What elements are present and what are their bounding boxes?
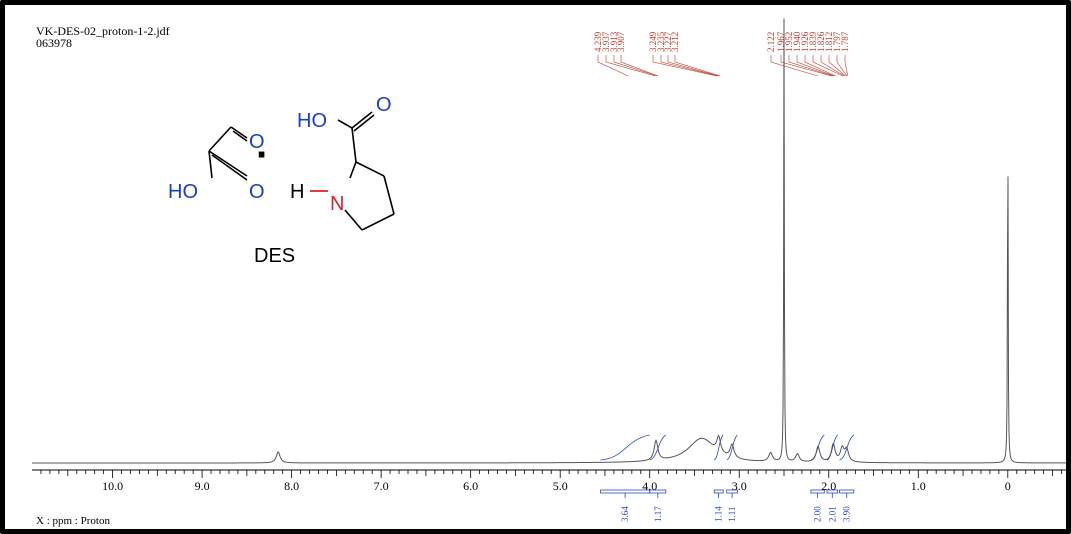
spectrum-trace	[32, 18, 1066, 464]
peak-label-leader	[620, 55, 659, 77]
chemical-structure: O HO O · HO O H N DES	[168, 94, 395, 267]
peak-label: 3.227	[663, 31, 673, 52]
peak-label-leader	[788, 55, 834, 77]
structure-bonds-left	[208, 126, 248, 181]
peak-label: 3.937	[601, 31, 611, 52]
peak-label-leader	[652, 55, 717, 77]
x-tick-label: 9.0	[195, 479, 210, 493]
x-tick-label: 8.0	[284, 479, 299, 493]
peak-label: 3.235	[656, 31, 666, 52]
peak-label-leader	[804, 55, 836, 77]
integral-value: 2.01	[827, 506, 837, 522]
peak-label: 1.940	[792, 31, 802, 52]
peak-label-leader	[597, 55, 629, 77]
integral-value: 3.64	[620, 506, 630, 522]
peak-label: 1.797	[832, 31, 842, 52]
atom-n-amine: N	[330, 193, 344, 215]
file-name: VK-DES-02_proton-1-2.jdf	[36, 24, 170, 38]
x-tick-label: 1.0	[911, 479, 926, 493]
peak-label-leader	[820, 55, 845, 77]
integral-value: 1.17	[653, 506, 663, 522]
atom-h-amine: H	[290, 181, 304, 203]
integral-value: 3.90	[842, 506, 852, 522]
integral-curve	[839, 434, 855, 461]
x-tick-label: 3.0	[732, 479, 747, 493]
integral-curve	[713, 434, 724, 461]
separator-dot: ·	[256, 133, 269, 177]
peak-label: 3.907	[616, 31, 626, 52]
integral-value: 1.11	[727, 507, 737, 522]
peak-label: 4.239	[593, 31, 603, 52]
integral-curve	[600, 434, 650, 461]
peak-label-leader	[844, 55, 849, 77]
peak-label-leader	[836, 55, 848, 77]
spectrum-trace-group	[32, 18, 1066, 464]
atom-ho-acid-left: HO	[168, 181, 198, 203]
x-tick-label: 5.0	[553, 479, 568, 493]
sample-id: 063978	[36, 36, 72, 50]
atom-ho-acid-right: HO	[297, 110, 327, 132]
x-axis: 10.0 9.0 8.0 7.0 6.0 5.0 4.0 3.0 2.0 1.0 0	[32, 469, 1066, 493]
peak-label: 1.967	[776, 31, 786, 52]
structure-bonds-right	[337, 111, 395, 231]
x-tick-label: 4.0	[642, 479, 657, 493]
peak-label: 1.952	[784, 32, 794, 52]
integral-bracket	[839, 489, 855, 494]
x-tick-label: 10.0	[102, 479, 123, 493]
peak-label: 1.826	[816, 31, 826, 52]
peak-label-leader	[613, 55, 658, 77]
peak-label-leader	[796, 55, 835, 77]
integral-value: 2.00	[813, 506, 823, 522]
peak-label: 3.212	[670, 32, 680, 52]
x-tick-label: 2.0	[821, 479, 836, 493]
structure-label: DES	[254, 245, 295, 267]
atom-o-acid-right: O	[376, 94, 392, 116]
peak-label: 2.122	[766, 32, 776, 52]
peak-label-leader	[605, 55, 656, 77]
integral-curve	[726, 434, 738, 461]
peak-label-leader	[812, 55, 844, 77]
peak-label-leader	[667, 55, 719, 77]
atom-o-aldehyde: O	[249, 131, 265, 153]
integral-bracket	[713, 489, 724, 494]
peak-label-leader	[770, 55, 818, 77]
peak-label: 1.839	[808, 31, 818, 52]
x-tick-label: 7.0	[374, 479, 389, 493]
peak-label-leader	[660, 55, 719, 77]
atom-o-acid-left: O	[249, 181, 265, 203]
peak-label-leader	[674, 55, 721, 77]
x-tick-label: 6.0	[463, 479, 478, 493]
peak-label: 1.787	[840, 31, 850, 52]
peak-label: 3.249	[648, 31, 658, 52]
peak-label: 1.926	[800, 31, 810, 52]
integral-value: 1.14	[714, 506, 724, 522]
peak-label: 3.913	[609, 31, 619, 52]
x-tick-label: 0	[1005, 479, 1011, 493]
peak-label: 1.812	[824, 32, 834, 52]
x-axis-caption: X : ppm : Proton	[36, 515, 110, 527]
peak-label-leader	[828, 55, 846, 77]
peak-label-leader	[780, 55, 832, 77]
